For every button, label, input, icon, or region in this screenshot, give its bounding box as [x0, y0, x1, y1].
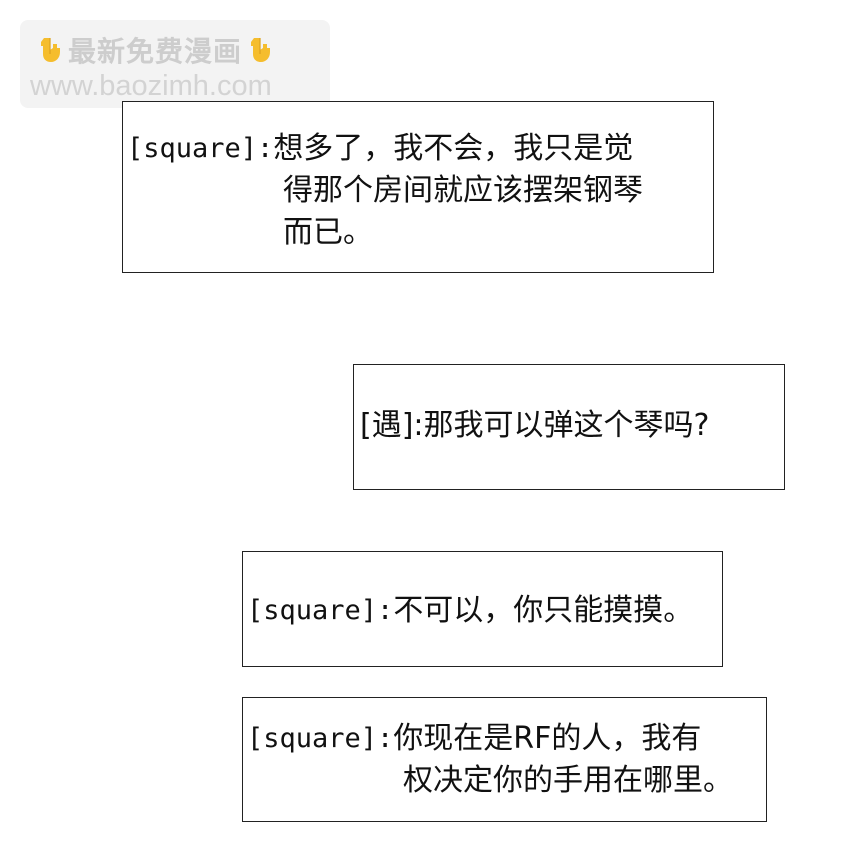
bubble-line: [square]: 不可以，你只能摸摸。 [247, 590, 693, 632]
speaker-label: [square]: [247, 723, 394, 754]
watermark-title-row: 最新免费漫画 [32, 30, 278, 70]
bubble-content: [square]: 你现在是RF的人，我有 权决定你的手用在哪里。 [247, 718, 733, 802]
dialogue-text: 不可以，你只能摸摸。 [393, 593, 694, 628]
speaker-label: [square]: [247, 595, 394, 626]
bubble-content: [遇]: 那我可以弹这个琴吗? [360, 405, 709, 447]
bubble-line: [遇]: 那我可以弹这个琴吗? [360, 405, 709, 447]
dialogue-text: 得那个房间就应该摆架钢琴 [283, 173, 643, 208]
dialogue-text: 而已。 [283, 215, 373, 250]
speech-bubble-4: [square]: 你现在是RF的人，我有 权决定你的手用在哪里。 [242, 697, 767, 822]
bubble-line: 权决定你的手用在哪里。 [247, 760, 733, 802]
bubble-line: 而已。 [127, 212, 643, 254]
watermark-title: 最新免费漫画 [68, 35, 243, 68]
speech-bubble-1: [square]: 想多了，我不会，我只是觉 得那个房间就应该摆架钢琴 而已。 [122, 101, 714, 273]
indent-spacer [127, 170, 283, 212]
bubble-content: [square]: 想多了，我不会，我只是觉 得那个房间就应该摆架钢琴 而已。 [127, 128, 643, 254]
speaker-label: [square]: [127, 133, 274, 164]
dialogue-text: 你现在是RF的人，我有 [393, 721, 702, 756]
bubble-line: [square]: 想多了，我不会，我只是觉 [127, 128, 643, 170]
bubble-line: 得那个房间就应该摆架钢琴 [127, 170, 643, 212]
dialogue-text: 权决定你的手用在哪里。 [403, 763, 733, 798]
pointing-down-hand-icon [34, 34, 66, 66]
speech-bubble-3: [square]: 不可以，你只能摸摸。 [242, 551, 723, 667]
indent-spacer [247, 760, 403, 802]
bubble-line: [square]: 你现在是RF的人，我有 [247, 718, 733, 760]
pointing-down-hand-icon [244, 34, 276, 66]
dialogue-text: 那我可以弹这个琴吗? [423, 408, 710, 443]
indent-spacer [127, 212, 283, 254]
bubble-content: [square]: 不可以，你只能摸摸。 [247, 590, 693, 632]
watermark: 最新免费漫画 www.baozimh.com [20, 20, 330, 108]
speech-bubble-2: [遇]: 那我可以弹这个琴吗? [353, 364, 785, 490]
speaker-label: [遇]: [360, 408, 424, 443]
dialogue-text: 想多了，我不会，我只是觉 [273, 131, 634, 166]
watermark-url: www.baozimh.com [30, 70, 272, 102]
